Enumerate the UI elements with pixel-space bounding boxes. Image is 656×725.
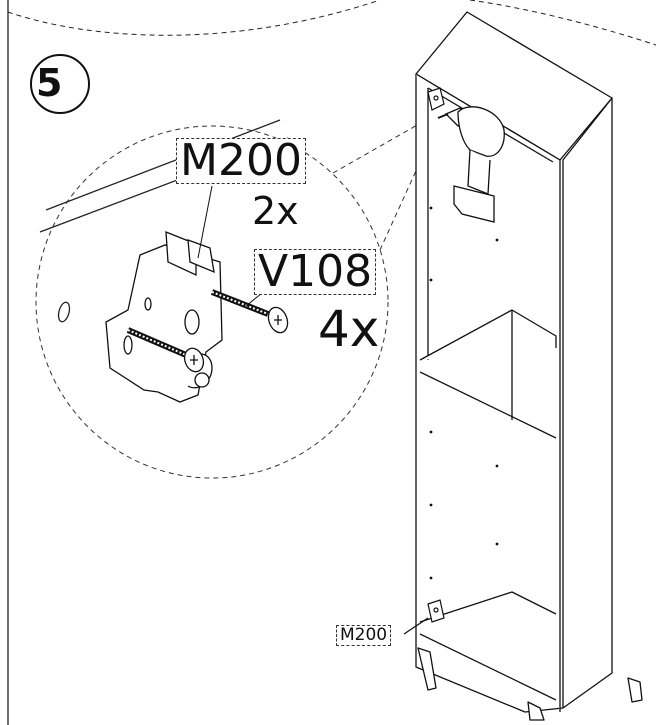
drill-icon bbox=[437, 106, 505, 223]
hinge-part-code: M200 bbox=[176, 138, 306, 184]
step-circle bbox=[30, 54, 90, 114]
cabinet-holes bbox=[429, 206, 499, 580]
hinge-quantity: 2x bbox=[252, 189, 299, 233]
page-frame bbox=[7, 0, 656, 725]
screw-part-code: V108 bbox=[254, 249, 377, 295]
hinge-bracket-icon bbox=[105, 231, 223, 403]
cabinet-hinge-bottom bbox=[403, 599, 445, 635]
screw-quantity: 4x bbox=[318, 300, 380, 358]
cabinet-hinge-top bbox=[427, 87, 445, 111]
cabinet-hinge-code: M200 bbox=[336, 625, 392, 646]
step-number: 5 bbox=[36, 61, 63, 105]
leader-lines bbox=[197, 185, 263, 307]
screw-icon bbox=[126, 289, 289, 373]
cabinet-icon bbox=[415, 11, 643, 721]
